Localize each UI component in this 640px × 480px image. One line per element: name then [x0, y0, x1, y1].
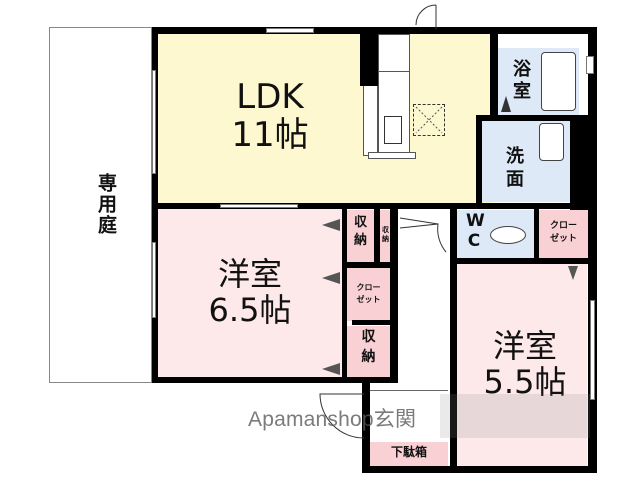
wall-wash-left	[476, 115, 482, 205]
wall-entrance-left	[362, 383, 370, 473]
kitchen-side-counter	[363, 84, 378, 156]
closet-wc-label-1: クロー	[549, 221, 577, 231]
kitchen-wall-column	[360, 34, 378, 86]
closet-door-marker-2	[322, 272, 340, 284]
wash-basin	[539, 123, 564, 161]
fridge-space-marker	[413, 104, 445, 136]
window-ldk-left	[152, 70, 156, 174]
window-ldk-bottom	[220, 204, 298, 208]
entrance-door-swing-icon	[319, 393, 365, 439]
window-bath-right	[586, 56, 594, 74]
closet-wc-label-2: ゼット	[549, 234, 577, 244]
watermark-text: Apamanshop玄関	[248, 403, 416, 433]
closet-wc	[539, 210, 588, 260]
storage-b	[347, 326, 390, 377]
garden-label: 専用庭	[95, 173, 117, 236]
window-ldk-top	[266, 28, 314, 33]
closet-door-marker-4	[568, 266, 578, 280]
storage-a	[347, 210, 374, 262]
entrance	[370, 390, 448, 440]
room-ldk	[157, 34, 493, 204]
closet-door-marker-1	[322, 219, 340, 231]
fridge-cross-icon	[415, 106, 443, 134]
bath-label-2: 室	[513, 81, 531, 102]
storage-a-label-1: 収	[353, 215, 367, 230]
wall-bottom-right	[362, 466, 597, 473]
kitchen-sink	[384, 116, 402, 144]
bathtub	[541, 52, 576, 111]
wall-closet-divider	[352, 320, 390, 325]
storage-b-label-1: 収	[361, 329, 376, 345]
wall-wc-left	[450, 205, 457, 470]
storage-b-label-2: 納	[361, 349, 376, 365]
wall-storage-left	[342, 209, 347, 381]
storage-small-label-1: 収	[382, 226, 389, 234]
wall-right	[588, 27, 597, 473]
wall-ldk-right	[490, 34, 498, 120]
wall-wc-closet	[534, 205, 539, 263]
storage-small-label-2: 納	[382, 235, 389, 243]
western-b-name: 洋室	[492, 327, 557, 365]
closet-door-marker-3	[322, 363, 340, 375]
shoe-box	[370, 442, 448, 466]
wall-bottom-left	[152, 377, 398, 383]
western-b-size: 5.5帖	[483, 363, 567, 401]
western-a-size: 6.5帖	[208, 291, 292, 329]
closet-a	[347, 268, 390, 321]
western-a-name: 洋室	[217, 255, 282, 293]
ldk-name: LDK	[236, 77, 304, 117]
toilet-bowl	[490, 226, 526, 244]
wall-storage-mid	[342, 262, 398, 268]
watermark-band	[440, 394, 590, 438]
storage-a-label-2: 納	[353, 233, 367, 248]
ldk-size: 11帖	[231, 115, 309, 155]
garden-area: 専用庭	[49, 27, 152, 383]
washroom-label-2: 面	[506, 169, 524, 190]
wall-bath-bottom	[476, 115, 588, 121]
wall-storage-divider	[374, 209, 380, 264]
hallway	[398, 212, 450, 382]
wall-wash-right	[570, 115, 588, 210]
kitchen-counter-upper	[378, 34, 410, 72]
storage-small	[380, 210, 391, 262]
entrance-label: 玄関	[373, 408, 417, 431]
window-western-a-left	[152, 242, 156, 318]
kitchen-counter-base	[368, 152, 416, 159]
wall-ldk-bottom	[152, 203, 590, 209]
window-western-b-right	[590, 300, 595, 400]
bath-label-1: 浴	[513, 59, 531, 80]
washroom-label-1: 洗	[506, 146, 524, 167]
hall-door-swing-icon	[399, 217, 447, 253]
closet-a-label-1: クロー	[356, 283, 381, 292]
door-swing-top-icon	[415, 4, 437, 29]
wall-top	[152, 27, 597, 34]
watermark-brand: Apamanshop	[248, 408, 374, 431]
bath-door-marker	[501, 96, 511, 112]
wall-storage-right	[390, 209, 398, 383]
wall-wc-bottom	[450, 258, 590, 264]
wc-label-2: C	[467, 231, 481, 251]
wc-label-1: W	[466, 211, 485, 231]
room-western-a	[157, 209, 342, 377]
room-western-b	[457, 264, 587, 466]
shoe-box-label: 下駄箱	[390, 445, 427, 459]
closet-a-label-2: ゼット	[356, 295, 381, 304]
